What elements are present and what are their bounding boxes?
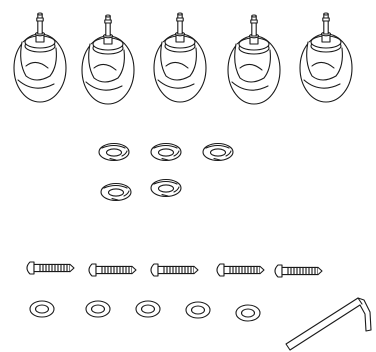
lock-washer-icon <box>150 142 182 162</box>
screws-row <box>26 261 323 278</box>
flat-washer-icon <box>85 300 111 318</box>
caster-wheel-icon <box>81 14 135 105</box>
flat-washer-icon <box>135 300 161 318</box>
screw-icon <box>150 263 199 277</box>
flat-washer-icon <box>235 304 261 322</box>
lock-washer-icon <box>150 178 182 198</box>
caster-wheels-row <box>13 12 353 105</box>
screw-icon <box>26 261 75 275</box>
flat-washer-icon <box>29 300 55 318</box>
lock-washer-icon <box>202 142 234 162</box>
screw-icon <box>274 264 323 278</box>
allen-key-icon <box>285 297 372 351</box>
caster-wheel-icon <box>227 14 281 105</box>
caster-wheel-icon <box>153 12 207 103</box>
caster-wheel-icon <box>13 12 67 103</box>
caster-wheel-icon <box>299 12 353 103</box>
flat-washer-icon <box>185 301 211 319</box>
lock-washer-icon <box>100 182 132 202</box>
screw-icon <box>216 263 265 277</box>
screw-icon <box>88 263 137 277</box>
flat-washers-row <box>29 300 261 322</box>
lock-washers-group <box>98 142 234 202</box>
lock-washer-icon <box>98 142 130 162</box>
